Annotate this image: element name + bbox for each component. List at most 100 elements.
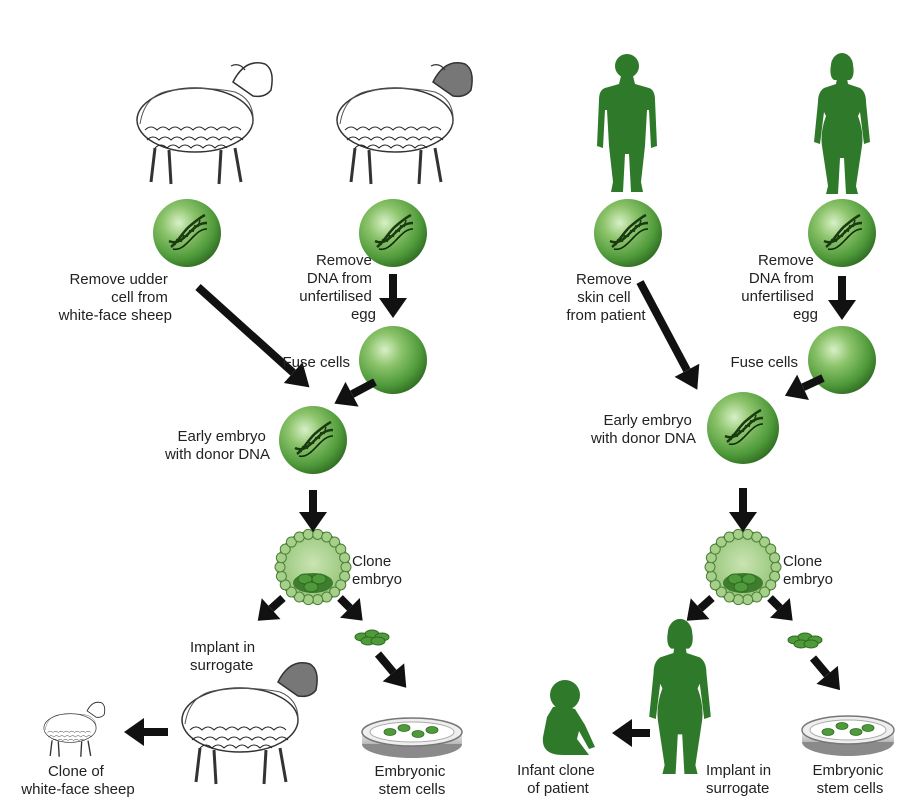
- dark-face-sheep: [335, 62, 473, 186]
- right-embryo-label: Early embryo with donor DNA: [590, 412, 696, 447]
- label-line: unfertilised: [741, 288, 814, 305]
- label-line: skin cell: [577, 289, 630, 306]
- stem-cell-cluster-right: [787, 632, 823, 649]
- left-embryo-label: Early embryo with donor DNA: [164, 428, 270, 463]
- label-line: Early embryo: [603, 412, 691, 429]
- arrow-stem-to-dish: [374, 651, 407, 688]
- label-line: stem cells: [817, 780, 884, 797]
- label-line: cell from: [111, 289, 168, 306]
- right-step1-label: Remove skin cell from patient: [566, 271, 646, 324]
- trophoblast-cell: [340, 561, 352, 573]
- label-line: Clone of: [48, 763, 105, 780]
- label-line: embryo: [352, 571, 402, 588]
- trophoblast-cell: [769, 552, 781, 564]
- trophoblast-cell: [723, 591, 735, 603]
- right-stem-label: Embryonic stem cells: [812, 762, 887, 797]
- trophoblast-cell: [329, 536, 341, 548]
- early-embryo-cell: [279, 406, 347, 474]
- trophoblast-cell: [759, 536, 771, 548]
- trophoblast-cell: [705, 570, 717, 582]
- petri-dish: [361, 717, 463, 758]
- left-implant-label: Implant in surrogate: [190, 639, 259, 674]
- arrow-udder-to-embryo: [195, 284, 310, 388]
- label-line: from patient: [566, 307, 646, 324]
- trophoblast-cell: [321, 531, 333, 543]
- stem-cell-cluster: [354, 629, 390, 646]
- label-line: embryo: [783, 571, 833, 588]
- right-implant-label: Implant in surrogate: [706, 762, 775, 797]
- label-line: with donor DNA: [164, 446, 270, 463]
- label-line: Implant in: [706, 762, 771, 779]
- arrow-fuse-to-embryo-right: [784, 374, 825, 400]
- arrow-to-stem-cells-right: [767, 595, 793, 621]
- label-line: Remove: [316, 252, 372, 269]
- arrow-to-surrogate: [257, 595, 286, 621]
- trophoblast-cell: [285, 536, 297, 548]
- clone-embryo: [274, 528, 352, 606]
- trophoblast-cell: [704, 561, 716, 573]
- right-result-label: Infant clone of patient: [517, 762, 599, 797]
- arrow-stem-to-dish-right: [809, 655, 840, 691]
- early-embryo-cell-right: [707, 392, 779, 464]
- trophoblast-cell: [723, 531, 735, 543]
- label-line: white-face sheep: [20, 781, 134, 798]
- infant-silhouette: [542, 680, 595, 755]
- label-line: stem cells: [379, 781, 446, 798]
- label-line: surrogate: [706, 780, 769, 797]
- left-clone-embryo-label: Clone embryo: [352, 553, 402, 588]
- surrogate-woman: [649, 618, 711, 774]
- trophoblast-cell: [293, 591, 305, 603]
- label-line: with donor DNA: [590, 430, 696, 447]
- label-line: DNA from: [307, 270, 372, 287]
- trophoblast-cell: [321, 591, 333, 603]
- label-line: DNA from: [749, 270, 814, 287]
- clone-lamb: [43, 701, 106, 758]
- trophoblast-cell: [715, 586, 727, 598]
- left-step1-label: Remove udder cell from white-face sheep: [58, 271, 172, 324]
- trophoblast-cell: [274, 561, 286, 573]
- clone-embryo-right: [704, 528, 782, 606]
- trophoblast-cell: [765, 579, 777, 591]
- woman-silhouette: [814, 53, 870, 194]
- arrow-embryo-down-right: [729, 488, 757, 532]
- skin-cell: [594, 199, 662, 267]
- arrow-surrogate-to-clone: [124, 718, 168, 746]
- trophoblast-cell: [275, 570, 287, 582]
- trophoblast-cell: [293, 531, 305, 543]
- arrows-left: [124, 274, 407, 746]
- petri-dish-right: [801, 715, 895, 756]
- trophoblast-cell: [742, 594, 754, 606]
- right-step2-label: Remove DNA from unfertilised egg: [741, 252, 818, 323]
- label-line: Clone: [783, 553, 822, 570]
- label-line: Embryonic: [812, 762, 883, 779]
- trophoblast-cell: [302, 528, 314, 540]
- label-line: white-face sheep: [58, 307, 172, 324]
- label-line: surrogate: [190, 657, 253, 674]
- enucleated-egg-cell-right: [808, 326, 876, 394]
- label-line: egg: [793, 306, 818, 323]
- trophoblast-cell: [759, 586, 771, 598]
- arrow-to-stem-cells: [337, 595, 363, 621]
- trophoblast-cell: [302, 594, 314, 606]
- trophoblast-cell: [742, 528, 754, 540]
- label-line: Infant clone: [517, 762, 595, 779]
- trophoblast-cell: [339, 552, 351, 564]
- left-panel: Remove udder cell from white-face sheep …: [20, 62, 473, 798]
- label-line: Implant in: [190, 639, 255, 656]
- arrow-skin-to-embryo: [636, 280, 700, 390]
- arrows-right: [612, 276, 856, 747]
- egg-cell-with-dna-right: [808, 199, 876, 267]
- trophoblast-cell: [329, 586, 341, 598]
- arrow-to-surrogate-right: [686, 595, 715, 621]
- right-clone-embryo-label: Clone embryo: [783, 553, 833, 588]
- left-fuse-label: Fuse cells: [282, 354, 350, 371]
- trophoblast-cell: [732, 528, 744, 540]
- man-silhouette: [597, 54, 657, 192]
- arrow-embryo-down: [299, 490, 327, 532]
- trophoblast-cell: [335, 579, 347, 591]
- arrow-egg-down: [379, 274, 407, 318]
- label-line: Early embryo: [177, 428, 265, 445]
- trophoblast-cell: [770, 561, 782, 573]
- trophoblast-cell: [312, 594, 324, 606]
